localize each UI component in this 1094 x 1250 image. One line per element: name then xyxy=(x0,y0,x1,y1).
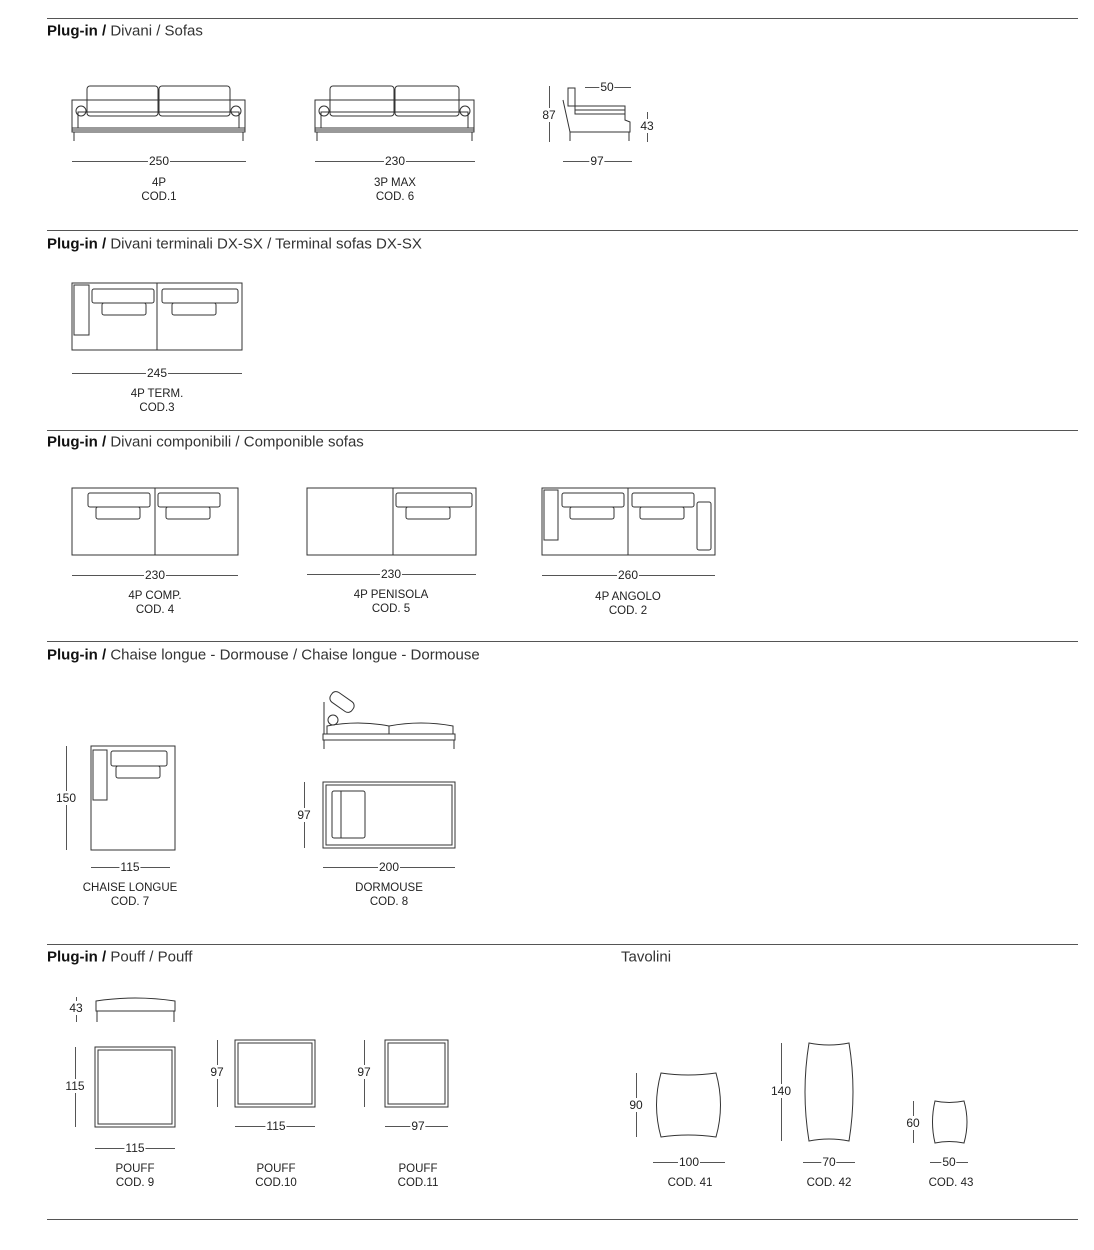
model-code: COD. 4 xyxy=(135,604,175,616)
sofa-side-drawing xyxy=(562,87,631,141)
divider xyxy=(47,641,1078,642)
model-code: COD. 2 xyxy=(608,605,648,617)
depth-dimension: 97 xyxy=(356,1065,372,1079)
divider xyxy=(47,18,1078,19)
pouff-side-drawing xyxy=(95,997,176,1022)
table-42-drawing xyxy=(804,1042,854,1142)
width-dimension: 230 xyxy=(143,568,167,582)
model-name: CHAISE LONGUE xyxy=(82,882,178,894)
width-dimension: 260 xyxy=(616,568,640,582)
width-dimension: 250 xyxy=(147,154,171,168)
width-dimension: 100 xyxy=(677,1155,701,1169)
model-code: COD. 7 xyxy=(110,896,150,908)
width-dimension: 245 xyxy=(145,366,169,380)
model-code: COD. 9 xyxy=(115,1177,155,1189)
depth-dimension: 115 xyxy=(64,1079,86,1093)
model-code: COD. 8 xyxy=(369,896,409,908)
depth-dimension: 60 xyxy=(905,1116,921,1130)
depth-dimension: 140 xyxy=(769,1084,793,1098)
model-code: COD. 5 xyxy=(371,603,411,615)
divider xyxy=(47,1219,1078,1220)
divider xyxy=(47,230,1078,231)
width-dimension: 200 xyxy=(377,860,401,874)
model-name: 3P MAX xyxy=(374,177,416,189)
model-code: COD. 43 xyxy=(928,1177,974,1189)
width-dimension: 230 xyxy=(379,567,403,581)
model-name: 4P COMP. xyxy=(128,590,182,602)
model-name: POUFF xyxy=(398,1163,438,1175)
depth-dimension: 150 xyxy=(54,791,78,805)
section-title-sofas: Plug-in / Divani / Sofas xyxy=(47,22,203,40)
divider xyxy=(47,944,1078,945)
width-dimension: 115 xyxy=(124,1141,146,1155)
seat-height-dimension: 43 xyxy=(639,119,655,133)
pouff-11-drawing xyxy=(384,1039,449,1108)
sofa-4p-angolo-drawing xyxy=(541,487,716,556)
model-name: 4P PENISOLA xyxy=(353,589,429,601)
height-dimension: 87 xyxy=(541,108,557,122)
table-43-drawing xyxy=(932,1100,968,1144)
depth-dimension: 97 xyxy=(296,808,312,822)
table-41-drawing xyxy=(656,1072,721,1138)
width-dimension: 97 xyxy=(410,1119,426,1133)
model-name: POUFF xyxy=(115,1163,155,1175)
width-dimension: 115 xyxy=(265,1119,287,1133)
model-code: COD. 6 xyxy=(375,191,415,203)
sofa-terminal-top-drawing xyxy=(71,282,243,351)
section-title-componibili: Plug-in / Divani componibili / Componibl… xyxy=(47,433,364,451)
section-title-chaise: Plug-in / Chaise longue - Dormouse / Cha… xyxy=(47,646,480,664)
section-title-tavolini: Tavolini xyxy=(621,948,672,966)
model-code: COD.3 xyxy=(139,402,175,414)
divider xyxy=(47,430,1078,431)
pouff-9-drawing xyxy=(94,1046,176,1128)
depth-dimension: 90 xyxy=(628,1098,644,1112)
model-code: COD.10 xyxy=(255,1177,297,1189)
model-name: 4P ANGOLO xyxy=(595,591,661,603)
model-name: 4P TERM. xyxy=(130,388,184,400)
sofa-4p-front-drawing xyxy=(71,85,246,141)
model-name: 4P xyxy=(151,177,167,189)
dormouse-side-drawing xyxy=(322,691,456,749)
chaise-longue-top-drawing xyxy=(90,745,176,851)
model-name: POUFF xyxy=(256,1163,296,1175)
width-dimension: 115 xyxy=(119,860,141,874)
section-title-terminal: Plug-in / Divani terminali DX-SX / Termi… xyxy=(47,235,422,253)
model-name: DORMOUSE xyxy=(355,882,423,894)
model-code: COD.11 xyxy=(397,1177,439,1189)
depth-dimension: 97 xyxy=(589,154,605,168)
sofa-3p-max-front-drawing xyxy=(314,85,475,141)
section-title-pouff: Plug-in / Pouff / Pouff xyxy=(47,948,193,966)
model-code: COD. 42 xyxy=(806,1177,852,1189)
model-code: COD.1 xyxy=(141,191,177,203)
depth-dimension: 97 xyxy=(209,1065,225,1079)
sofa-4p-penisola-drawing xyxy=(306,487,477,556)
width-dimension: 70 xyxy=(821,1155,837,1169)
height-dimension: 43 xyxy=(68,1001,84,1015)
model-code: COD. 41 xyxy=(667,1177,713,1189)
width-dimension: 230 xyxy=(383,154,407,168)
dormouse-top-drawing xyxy=(322,781,456,849)
sofa-4p-comp-drawing xyxy=(71,487,239,556)
seat-depth-dimension: 50 xyxy=(599,80,615,94)
width-dimension: 50 xyxy=(941,1155,957,1169)
pouff-10-drawing xyxy=(234,1039,316,1108)
